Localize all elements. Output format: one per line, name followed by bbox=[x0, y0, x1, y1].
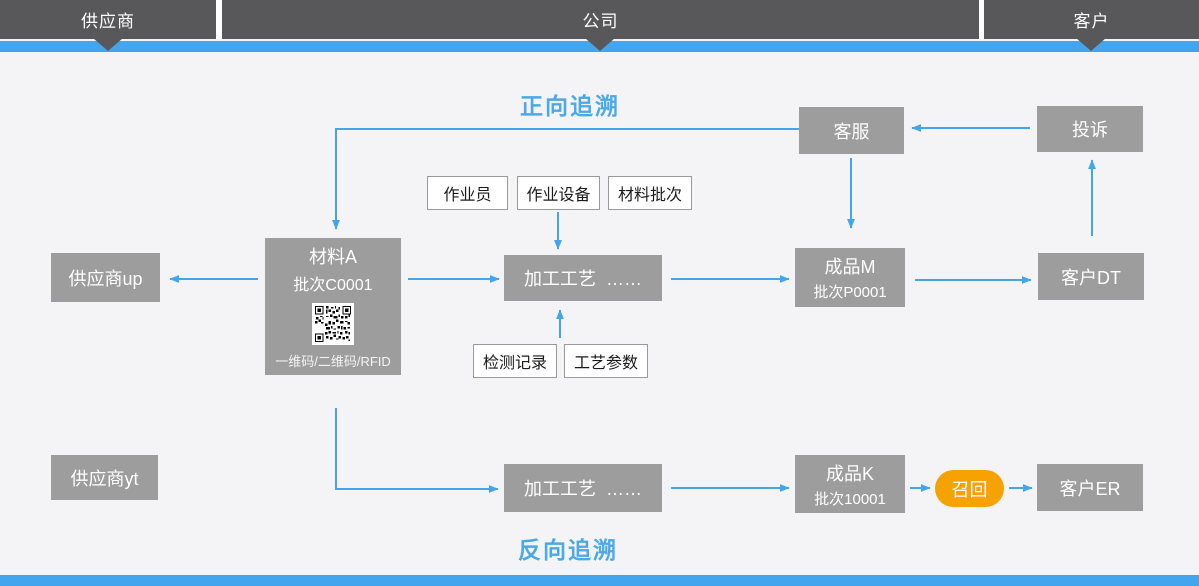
process-row1-label: 加工工艺 …… bbox=[523, 269, 642, 289]
material-a-batch: 批次C0001 bbox=[293, 277, 373, 294]
tag-inspection-record: 检测记录 bbox=[473, 344, 557, 378]
lane-supplier-pointer bbox=[93, 38, 123, 51]
qr-code-icon bbox=[312, 303, 354, 345]
tag-process-params: 工艺参数 bbox=[564, 344, 648, 378]
product-m-name: 成品M bbox=[824, 257, 876, 277]
material-a-code-caption: 一维码/二维码/RFID bbox=[275, 354, 391, 369]
lane-supplier: 供应商 bbox=[0, 0, 216, 39]
tag-operator: 作业员 bbox=[427, 176, 508, 210]
tag-work-equipment: 作业设备 bbox=[517, 176, 600, 210]
lane-customer-label: 客户 bbox=[1073, 12, 1110, 31]
node-product-m: 成品M 批次P0001 bbox=[795, 248, 905, 307]
lane-company-label: 公司 bbox=[582, 12, 619, 31]
arrow-material-a-to-process2 bbox=[335, 408, 499, 493]
node-product-k: 成品K 批次10001 bbox=[795, 455, 905, 513]
supplier-yt-label: 供应商yt bbox=[70, 468, 139, 489]
node-process-row1: 加工工艺 …… bbox=[504, 255, 662, 301]
customer-er-label: 客户ER bbox=[1059, 478, 1121, 499]
backward-trace-title: 反向追溯 bbox=[518, 537, 618, 563]
inspection-record-label: 检测记录 bbox=[482, 355, 547, 372]
product-m-batch: 批次P0001 bbox=[813, 284, 887, 301]
operator-label: 作业员 bbox=[443, 187, 492, 204]
node-customer-dt: 客户DT bbox=[1038, 253, 1144, 300]
complaint-label: 投诉 bbox=[1072, 120, 1108, 140]
lane-customer-pointer bbox=[1076, 38, 1106, 51]
bottom-accent-bar bbox=[0, 575, 1199, 586]
work-equipment-label: 作业设备 bbox=[526, 187, 591, 204]
material-batch-label: 材料批次 bbox=[617, 187, 682, 204]
node-supplier-up: 供应商up bbox=[51, 253, 160, 302]
product-k-name: 成品K bbox=[825, 463, 874, 484]
node-process-row2: 加工工艺 …… bbox=[504, 464, 662, 512]
node-material-a: 材料A 批次C0001 bbox=[265, 238, 401, 375]
lane-header: 供应商 公司 客户 bbox=[0, 0, 1199, 39]
forward-trace-title: 正向追溯 bbox=[520, 93, 620, 119]
tag-material-batch: 材料批次 bbox=[608, 176, 692, 210]
lane-company-pointer bbox=[585, 38, 615, 51]
process-row2-label: 加工工艺 …… bbox=[523, 479, 642, 499]
lane-company: 公司 bbox=[222, 0, 979, 39]
product-k-batch: 批次10001 bbox=[814, 490, 886, 508]
recall-label: 召回 bbox=[951, 479, 988, 500]
process-params-label: 工艺参数 bbox=[573, 355, 638, 372]
lane-supplier-label: 供应商 bbox=[81, 12, 135, 31]
supplier-up-label: 供应商up bbox=[68, 268, 143, 289]
lane-customer: 客户 bbox=[984, 0, 1199, 39]
customer-service-label: 客服 bbox=[833, 121, 870, 142]
node-supplier-yt: 供应商yt bbox=[51, 455, 158, 500]
customer-dt-label: 客户DT bbox=[1061, 267, 1121, 288]
node-customer-service: 客服 bbox=[799, 107, 904, 154]
recall-badge: 召回 bbox=[935, 470, 1004, 507]
material-a-name: 材料A bbox=[308, 247, 357, 267]
node-customer-er: 客户ER bbox=[1037, 464, 1143, 511]
node-complaint: 投诉 bbox=[1037, 106, 1143, 152]
